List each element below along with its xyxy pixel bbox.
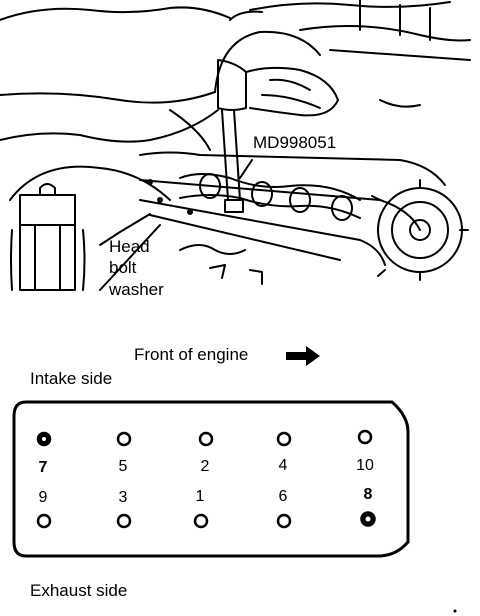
washer-label-line-1: Head xyxy=(109,237,150,256)
bolt-number-7: 7 xyxy=(38,459,48,476)
washer-label-line-3: washer xyxy=(109,280,164,299)
bolt-number-6: 6 xyxy=(278,488,288,505)
bolt-hole-9 xyxy=(36,513,52,529)
bolt-hole-8 xyxy=(360,511,376,527)
bolt-number-1: 1 xyxy=(195,488,205,505)
corner-mark xyxy=(453,609,457,613)
front-of-engine-label: Front of engine xyxy=(134,345,249,364)
bolt-number-5: 5 xyxy=(118,458,128,475)
cylinder-head-bolt-illustration xyxy=(0,0,471,291)
intake-side-label: Intake side xyxy=(30,369,113,388)
bolt-number-3: 3 xyxy=(118,489,128,506)
exhaust-side-label: Exhaust side xyxy=(30,581,128,600)
bolt-hole-5 xyxy=(116,431,132,447)
bolt-hole-10 xyxy=(357,429,373,445)
bolt-hole-3 xyxy=(116,513,132,529)
bolt-number-4: 4 xyxy=(278,457,288,474)
bolt-number-2: 2 xyxy=(200,458,210,475)
bolt-number-8: 8 xyxy=(363,486,373,503)
bolt-number-10: 10 xyxy=(356,457,374,474)
bolt-hole-2 xyxy=(198,431,214,447)
tool-label: MD998051 xyxy=(253,133,337,152)
bolt-hole-1 xyxy=(193,513,209,529)
bolt-number-9: 9 xyxy=(38,489,48,506)
arrow-right-icon xyxy=(286,346,320,366)
bolt-hole-6 xyxy=(276,513,292,529)
bolt-hole-4 xyxy=(276,431,292,447)
washer-label-line-2: bolt xyxy=(109,258,137,277)
bolt-hole-7 xyxy=(36,431,52,447)
